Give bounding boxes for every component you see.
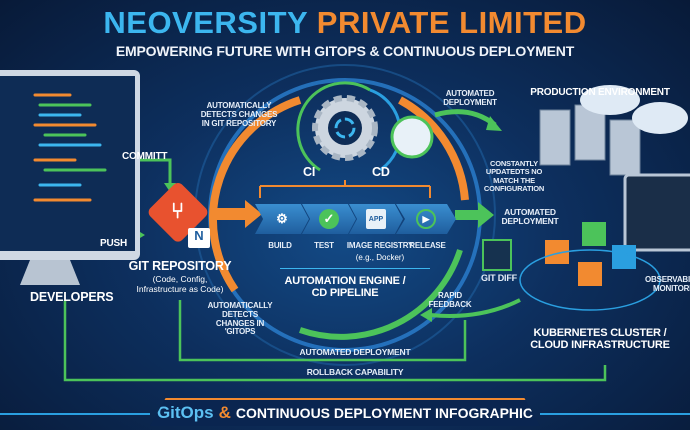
gear-icon: ⚙ xyxy=(276,211,288,226)
git-icon: ⑂ xyxy=(171,198,185,223)
automated-deployment-top: AUTOMATED DEPLOYMENT xyxy=(443,89,497,107)
kubernetes-cluster-title: KUBERNETES CLUSTER /CLOUD INFRASTRUCTURE xyxy=(530,327,670,352)
developers-label: DEVELOPERS xyxy=(30,290,114,304)
app-box-icon: APP xyxy=(366,209,386,229)
automation-engine-title: AUTOMATION ENGINE /CD PIPELINE xyxy=(284,275,406,300)
image-registry-label: IMAGE REGISTRY xyxy=(346,241,414,250)
test-label: TEST xyxy=(314,241,334,250)
step-build: ⚙ xyxy=(255,204,309,234)
subtitle: EMPOWERING FUTURE WITH GITOPS & CONTINUO… xyxy=(115,43,575,59)
release-label: RELEASE xyxy=(409,241,446,250)
automated-deployment-prod: AUTOMATED DEPLOYMENT xyxy=(501,207,559,227)
git-repository-subtitle: (Code, Config,Infrastructure as Code) xyxy=(136,274,224,295)
push-label: PUSH xyxy=(100,238,127,249)
git-diff-label: GIT DIFF xyxy=(481,273,517,283)
check-icon: ✓ xyxy=(319,209,339,229)
automated-deployment-loop: AUTOMATED DEPLOYMENT xyxy=(299,347,411,357)
footer-banner: GitOps&CONTINUOUS DEPLOYMENT INFOGRAPHIC xyxy=(150,398,540,426)
production-environment-title: PRODUCTION ENVIRONMENT xyxy=(530,87,670,98)
play-icon: ▶ xyxy=(416,209,436,229)
detects-changes-top: AUTOMATICALLY DETECTS CHANGES IN GIT REP… xyxy=(200,101,278,128)
step-image-registry: APP xyxy=(349,204,403,234)
rapid-feedback-label: RAPID FEEDBACK xyxy=(428,291,472,309)
step-test: ✓ xyxy=(302,204,356,234)
observability-label: OBSERVABILITYMONITORING xyxy=(645,275,690,293)
ci-label: CI xyxy=(303,165,316,179)
step-release: ▶ xyxy=(396,204,456,234)
page-title: NEOVERSITY PRIVATE LIMITED xyxy=(103,5,587,40)
image-registry-note: (e.g., Docker) xyxy=(355,253,405,262)
git-repository-title: GIT REPOSITORY xyxy=(128,259,232,273)
neoversity-badge: N xyxy=(188,228,210,248)
detects-changes-bottom: AUTOMATICALLY DETECTS CHANGES IN 'GITOPS xyxy=(207,301,273,337)
cd-label: CD xyxy=(372,165,390,179)
rollback-capability-label: ROLLBACK CAPABILITY xyxy=(306,367,404,377)
constantly-updated-note: CONSTANTLY UPDATEDTS NO MATCH THE CONFIG… xyxy=(483,159,545,193)
divider xyxy=(280,268,430,269)
commit-label: COMMITT xyxy=(122,151,168,162)
build-label: BUILD xyxy=(268,241,292,250)
